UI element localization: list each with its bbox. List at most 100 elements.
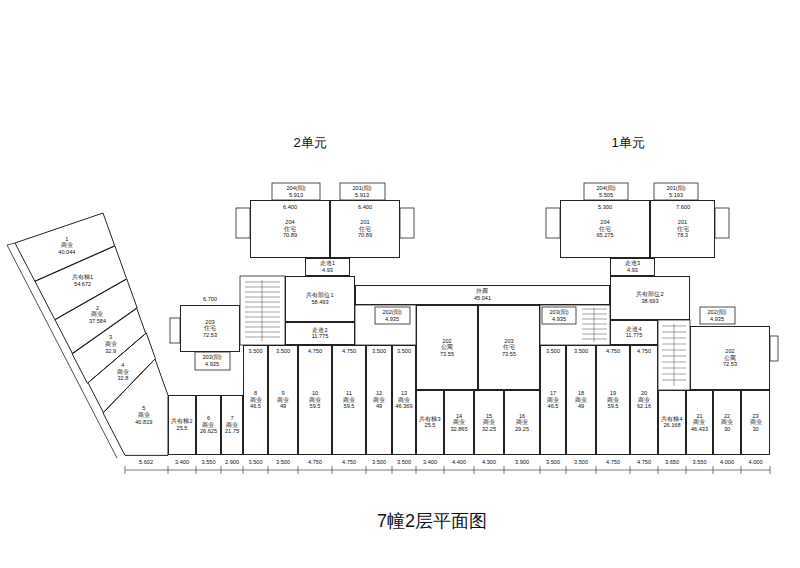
- room-label: 59.5: [608, 403, 619, 410]
- room-text-stack: 走道14.93: [320, 260, 335, 273]
- room-label: 走道4: [626, 326, 641, 333]
- room-box: 11商业59.5: [332, 345, 366, 455]
- room-label: 21.75: [225, 428, 239, 435]
- stair-symbol: [662, 324, 686, 386]
- wall-lines: [7, 183, 778, 458]
- room-text-stack: 204住宅65.275: [596, 219, 613, 239]
- dimension-label: 202(阳): [382, 309, 401, 316]
- room-label: 商业: [607, 397, 619, 404]
- room-label: 49: [578, 403, 584, 410]
- room-text-stack: 16商业29.25: [515, 412, 529, 432]
- room-label: 住宅: [284, 226, 296, 233]
- room-label: 23: [752, 412, 758, 419]
- dimension-label: 5.913: [289, 192, 303, 199]
- room-box: 共有部位158.493: [285, 276, 355, 322]
- room-label: 203: [504, 337, 513, 344]
- room-label: 32.25: [482, 426, 496, 433]
- room-label: 16: [519, 412, 525, 419]
- room-text-stack: 204住宅70.89: [283, 219, 297, 239]
- dimension-label: 3.500: [372, 348, 386, 355]
- dimension-label: 4.750: [637, 459, 651, 466]
- room-label: 6: [207, 415, 210, 422]
- dimension-ticks: [125, 466, 770, 474]
- dimension-label: 3.500: [276, 459, 290, 466]
- room-text-stack: 15商业32.25: [482, 412, 496, 432]
- stair-well: [240, 276, 285, 345]
- room-text-stack: 11商业59.5: [343, 390, 355, 410]
- room-box: 16商业29.25: [504, 390, 540, 455]
- dimension-label: 4.000: [749, 459, 763, 466]
- room-label: 73.55: [440, 351, 454, 358]
- wall-bump: [770, 336, 778, 361]
- plan-title: 7幢2层平面图: [377, 511, 487, 533]
- room-polygon: 3商业32.9: [72, 308, 146, 383]
- room-box: 10商业59.5: [298, 345, 332, 455]
- room-box: 18商业49: [566, 345, 596, 455]
- room-label: 32.865: [450, 426, 467, 433]
- balcony: [272, 183, 320, 200]
- room-outline-shape: [88, 333, 155, 412]
- room-label: 3: [109, 334, 112, 341]
- dimension-label: 4.935: [205, 361, 219, 368]
- room-text-stack: 1商业40.044: [58, 236, 75, 256]
- room-outline-shape: [15, 213, 115, 281]
- room-text-stack: 203住宅73.55: [502, 337, 516, 357]
- room-label: 73.55: [502, 351, 516, 358]
- room-label: 商业: [575, 397, 587, 404]
- balcony: [584, 183, 628, 200]
- stair-well: [658, 320, 690, 390]
- dimension-label: 202(阳): [707, 309, 726, 316]
- room-text-stack: 5商业40.819: [135, 405, 152, 425]
- room-text-stack: 共有梯325.5: [419, 416, 440, 429]
- room-text-stack: 共有梯426.168: [661, 416, 682, 429]
- dimension-label: 3.500: [249, 459, 263, 466]
- room-text-stack: 12商业49: [373, 390, 385, 410]
- room-polygon: 1商业40.044: [15, 213, 115, 281]
- room-box: 走道34.93: [610, 258, 655, 276]
- room-label: 4: [121, 362, 124, 369]
- dimension-label: 3.500: [546, 459, 560, 466]
- room-label: 49: [280, 403, 286, 410]
- room-label: 商业: [105, 341, 117, 348]
- room-label: 11.775: [626, 333, 643, 340]
- room-box: 共有部位238.693: [610, 276, 690, 320]
- dimension-label: 4.750: [308, 348, 322, 355]
- room-label: 共有部位2: [636, 291, 663, 298]
- dimension-label: 3.400: [423, 459, 437, 466]
- room-label: 70.89: [358, 232, 372, 239]
- room-label: 11: [346, 390, 352, 397]
- dimension-label: 201(阳): [352, 185, 371, 192]
- room-label: 外廊: [476, 288, 488, 295]
- room-label: 58.493: [311, 299, 328, 306]
- room-label: 商业: [138, 412, 150, 419]
- room-text-stack: 17商业46.5: [547, 390, 559, 410]
- room-text-stack: 203住宅72.53: [203, 318, 217, 338]
- dimension-label: 3.900: [515, 459, 529, 466]
- room-label: 204: [600, 219, 609, 226]
- room-text-stack: 走道211.775: [312, 327, 329, 340]
- room-text-stack: 22商业30: [721, 412, 733, 432]
- room-label: 202: [442, 337, 451, 344]
- dimension-label: 6.400: [283, 204, 297, 211]
- room-label: 54.672: [74, 281, 91, 288]
- balcony: [700, 307, 735, 324]
- room-label: 7: [230, 415, 233, 422]
- room-label: 1: [65, 236, 68, 243]
- room-label: 商业: [309, 397, 321, 404]
- room-text-stack: 共有梯225.5: [171, 418, 192, 431]
- outer-wall: [7, 245, 117, 458]
- balcony: [340, 183, 385, 200]
- room-label: 10: [312, 390, 318, 397]
- dimension-label: 4.935: [710, 316, 724, 323]
- room-box: 20商业62.16: [630, 345, 658, 455]
- wall-bump: [546, 208, 560, 238]
- dimension-label: 3.500: [249, 348, 263, 355]
- room-label: 15: [486, 412, 492, 419]
- room-label: 204: [285, 219, 294, 226]
- room-label: 25.5: [425, 423, 436, 430]
- room-box: 19商业59.5: [596, 345, 630, 455]
- balcony: [542, 307, 576, 324]
- room-label: 走道3: [625, 260, 640, 267]
- room-text-stack: 202公寓72.53: [723, 348, 737, 368]
